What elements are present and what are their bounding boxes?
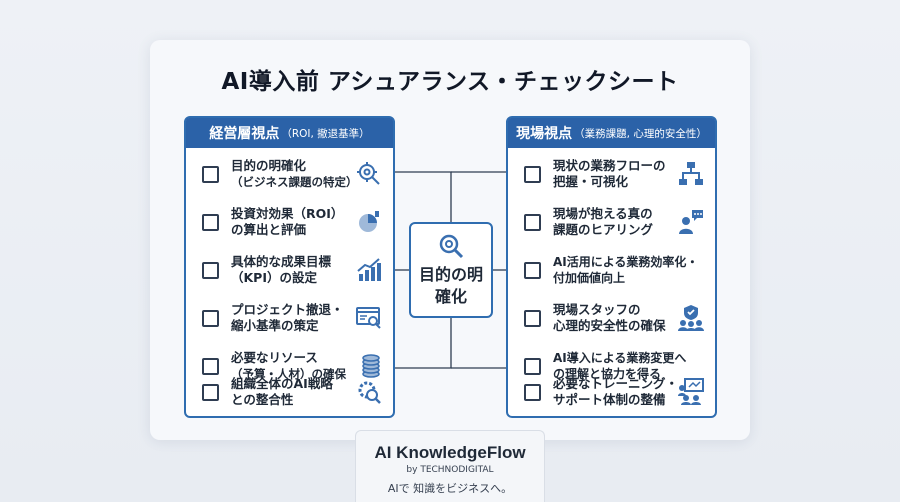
item-line1: 現状の業務フローの [553, 158, 666, 173]
item-line2: 付加価値向上 [553, 271, 626, 285]
center-label: 目的の明確化 [418, 265, 483, 306]
checklist-item: 必要なリソース （予算・人材）の確保 [186, 344, 393, 388]
checkbox[interactable] [202, 384, 219, 401]
item-line1: 必要なリソース [231, 350, 318, 365]
executive-panel-header: 経営層視点 （ROI, 撤退基準） [186, 118, 393, 148]
brand-name: AI KnowledgeFlow [374, 443, 526, 462]
item-line2: 課題のヒアリング [553, 222, 654, 237]
brand-footer: AI KnowledgeFlow by TECHNODIGITAL AIで 知識… [355, 430, 545, 502]
magnifier-gear-icon [437, 232, 465, 264]
document-search-icon [355, 304, 383, 332]
item-line1: AI活用による業務効率化・ [553, 255, 699, 269]
item-line2: （ビジネス課題の特定） [231, 175, 358, 189]
executive-panel-title: 経営層視点 [209, 126, 280, 142]
person-chat-icon [677, 208, 705, 236]
item-line1: AI導入による業務変更へ [553, 351, 687, 365]
page-title: AI導入前 アシュアランス・チェックシート [221, 69, 679, 95]
brand-by: by TECHNODIGITAL [406, 465, 494, 475]
field-panel-subtitle: （業務課題, 心理的安全性） [574, 127, 707, 140]
item-line2: との整合性 [231, 392, 294, 407]
item-line1: 投資対効果（ROI） [231, 206, 344, 221]
checklist-item: 目的の明確化 （ビジネス課題の特定） [186, 152, 393, 196]
item-line2: の算出と評価 [231, 222, 307, 237]
executive-panel-subtitle: （ROI, 撤退基準） [281, 127, 370, 140]
item-line2: の理解と協力を得る [553, 367, 662, 381]
gear-magnifier-icon [355, 160, 383, 188]
item-line2: 心理的安全性の確保 [553, 318, 666, 333]
flowchart-icon [677, 160, 705, 188]
checklist-item: AI導入による業務変更への理解と協力を得る [508, 344, 715, 388]
checkbox[interactable] [202, 357, 219, 375]
checkbox[interactable] [524, 261, 541, 279]
field-panel: 現場視点 （業務課題, 心理的安全性） 現状の業務フローの把握・可視化 現場が抱… [506, 116, 717, 418]
brand-tagline: AIで 知識をビジネスへ。 [387, 482, 513, 495]
item-line1: 組織全体のAI戦略 [231, 376, 333, 391]
checkbox[interactable] [524, 357, 541, 375]
item-line2: 把握・可視化 [553, 174, 629, 189]
field-panel-header: 現場視点 （業務課題, 心理的安全性） [508, 118, 715, 148]
item-line1: 現場スタッフの [553, 302, 641, 317]
checklist-item: 投資対効果（ROI）の算出と評価 [186, 200, 393, 244]
checkbox[interactable] [202, 261, 219, 279]
gear-search-icon [355, 378, 383, 406]
checklist-item: 必要なトレーニング・サポート体制の整備 [508, 370, 715, 414]
item-line1: 必要なトレーニング・ [553, 376, 679, 391]
checklist-item: 現場が抱える真の課題のヒアリング [508, 200, 715, 244]
checklist-item: 現状の業務フローの把握・可視化 [508, 152, 715, 196]
checkbox[interactable] [524, 309, 541, 327]
checkbox[interactable] [202, 213, 219, 231]
item-line2: （KPI）の設定 [231, 270, 317, 285]
center-goal-box: 目的の明確化 [409, 222, 493, 318]
checkbox[interactable] [202, 309, 219, 327]
pie-chart-icon [355, 208, 383, 236]
checkbox[interactable] [524, 213, 541, 231]
shield-team-icon [677, 304, 705, 332]
item-line1: 具体的な成果目標 [231, 254, 332, 269]
checkbox[interactable] [524, 384, 541, 401]
growth-chart-icon [355, 256, 383, 284]
item-line2: 縮小基準の策定 [231, 318, 319, 333]
training-icon [677, 378, 705, 406]
checkbox[interactable] [524, 165, 541, 183]
item-line1: 現場が抱える真の [553, 206, 653, 221]
item-line1: プロジェクト撤退・ [231, 302, 344, 317]
executive-panel: 経営層視点 （ROI, 撤退基準） 目的の明確化 （ビジネス課題の特定） 投資対効… [184, 116, 395, 418]
checklist-item: 組織全体のAI戦略との整合性 [186, 370, 393, 414]
item-line1: 目的の明確化 [231, 158, 307, 173]
coins-icon [355, 352, 383, 380]
item-line2: （予算・人材）の確保 [231, 367, 346, 381]
field-panel-title: 現場視点 [516, 126, 573, 142]
checkbox[interactable] [202, 165, 219, 183]
checklist-item: AI活用による業務効率化・付加価値向上 [508, 248, 715, 292]
checklist-item: 現場スタッフの心理的安全性の確保 [508, 296, 715, 340]
checklist-item: 具体的な成果目標（KPI）の設定 [186, 248, 393, 292]
checklist-item: プロジェクト撤退・縮小基準の策定 [186, 296, 393, 340]
item-line2: サポート体制の整備 [553, 392, 666, 407]
